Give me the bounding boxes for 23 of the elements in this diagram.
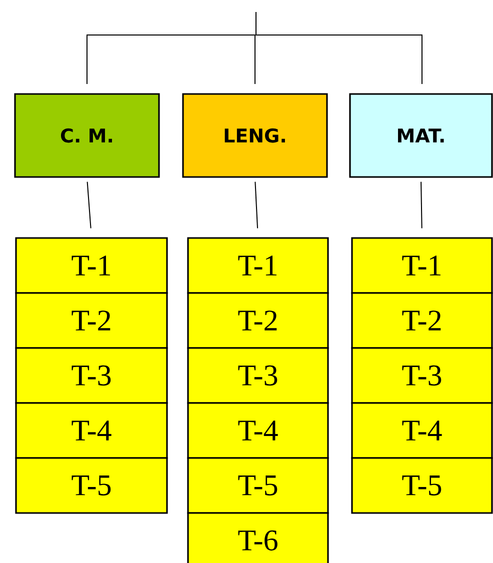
topic-box: T-4 [187, 402, 329, 459]
topic-box: T-4 [351, 402, 493, 459]
connector-line [86, 181, 92, 229]
connector-line [254, 181, 258, 229]
topic-box: T-5 [15, 457, 168, 514]
topic-box: T-1 [15, 237, 168, 294]
subject-box: C. M. [14, 93, 160, 178]
topic-box: T-3 [187, 347, 329, 404]
topic-box: T-6 [187, 512, 329, 563]
topic-box: T-1 [187, 237, 329, 294]
subject-box: LENG. [182, 93, 328, 178]
topic-box: T-2 [187, 292, 329, 349]
topic-box: T-5 [351, 457, 493, 514]
connector-line [256, 12, 422, 84]
connector-line [420, 181, 422, 229]
topic-box: T-3 [351, 347, 493, 404]
topic-box: T-3 [15, 347, 168, 404]
topic-box: T-4 [15, 402, 168, 459]
topic-box: T-2 [351, 292, 493, 349]
subject-box: MAT. [349, 93, 493, 178]
topic-box: T-5 [187, 457, 329, 514]
topic-box: T-2 [15, 292, 168, 349]
topic-box: T-1 [351, 237, 493, 294]
